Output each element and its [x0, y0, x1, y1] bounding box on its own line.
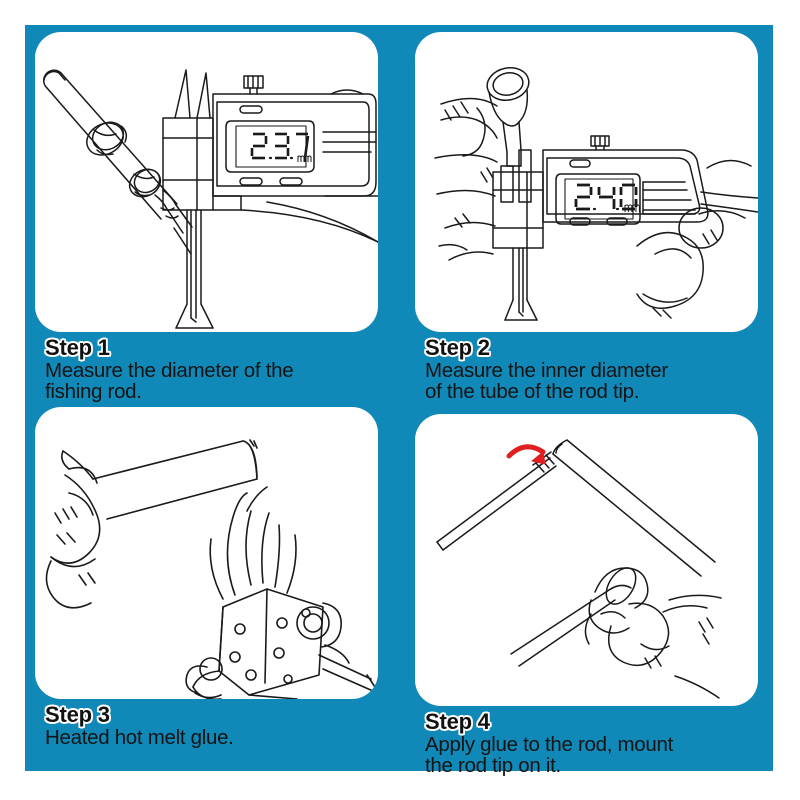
step-2-description-line-1: Measure the inner diameter	[425, 359, 668, 383]
rod-tip-inner-diameter-caliper-illustration	[434, 67, 758, 321]
step-2-illustration-card	[415, 32, 758, 332]
mount-rod-tip-illustration	[436, 439, 722, 699]
step-1-caption: Step 1 Measure the diameter of the fishi…	[45, 335, 388, 402]
step-4-illustration-card	[415, 414, 758, 706]
step-panel-1: Step 1 Measure the diameter of the fishi…	[35, 32, 388, 402]
step-2-description: Measure the inner diameter of the tube o…	[425, 361, 765, 402]
step-2-caption: Step 2 Measure the inner diameter of the…	[425, 335, 768, 402]
step-1-illustration-card	[35, 32, 378, 332]
step-panel-4: Step 4 Apply glue to the rod, mount the …	[415, 414, 768, 776]
step-3-description-line-1: Heated hot melt glue.	[45, 726, 234, 750]
step-4-label: Step 4	[425, 709, 490, 734]
step-4-description: Apply glue to the rod, mount the rod tip…	[425, 735, 765, 776]
step-4-description-line-1: Apply glue to the rod, mount	[425, 733, 674, 757]
step-1-label: Step 1	[45, 335, 110, 360]
steps-grid: Step 1 Measure the diameter of the fishi…	[25, 25, 773, 776]
step-1-description-line-2: fishing rod.	[45, 379, 142, 403]
step-panel-3: Step 3 Heated hot melt glue.	[35, 407, 388, 772]
step-4-description-line-2: the rod tip on it.	[425, 753, 561, 777]
step-3-illustration-card	[35, 407, 378, 699]
step-3-label: Step 3	[45, 702, 110, 727]
step-panel-2: Step 2 Measure the inner diameter of the…	[415, 32, 768, 404]
step-4-caption: Step 4 Apply glue to the rod, mount the …	[425, 709, 768, 776]
fishing-rod-caliper-illustration	[43, 69, 378, 329]
step-3-caption: Step 3 Heated hot melt glue.	[45, 702, 388, 750]
step-3-description: Heated hot melt glue.	[45, 726, 385, 750]
glue-stick-over-lighter-illustration	[45, 439, 378, 699]
step-2-label: Step 2	[425, 335, 490, 360]
step-2-description-line-2: of the tube of the rod tip.	[425, 379, 640, 403]
step-1-description-line-1: Measure the diameter of the	[45, 359, 294, 383]
step-1-description: Measure the diameter of the fishing rod.	[45, 361, 385, 402]
